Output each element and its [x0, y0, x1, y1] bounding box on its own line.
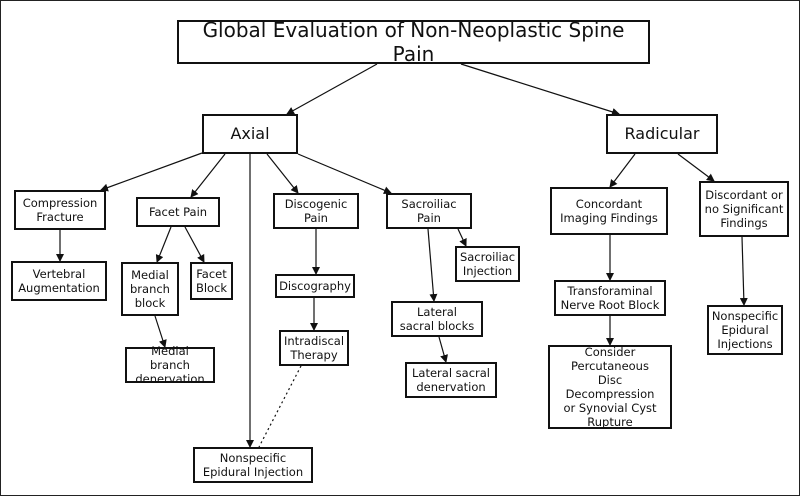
edge-sacroiliac-pain-to-sacroiliac-injection: [457, 228, 467, 247]
node-nonspecific-epidural-injection: Nonspecific Epidural Injection: [193, 447, 313, 483]
node-vertebral-augmentation: Vertebral Augmentation: [11, 261, 107, 301]
node-consider-percutaneous-decompression: Consider Percutaneous Disc Decompression…: [548, 345, 672, 429]
edge-medial-branch-block-to-medial-branch-denervation: [154, 315, 167, 348]
edge-root-to-radicular: [460, 63, 620, 116]
node-medial-branch-denervation: Medial branch denervation: [125, 344, 215, 386]
edge-radicular-to-concordant-imaging: [609, 153, 636, 188]
edge-axial-to-sacroiliac-pain: [297, 153, 392, 194]
node-compression-fracture: Compression Fracture: [14, 190, 106, 230]
node-intradiscal-therapy: Intradiscal Therapy: [279, 330, 349, 366]
node-radicular: Radicular: [606, 114, 718, 154]
node-lateral-sacral-denervation: Lateral sacral denervation: [405, 362, 497, 398]
node-medial-branch-block: Medial branch block: [121, 262, 179, 316]
edge-facet-pain-to-facet-block: [184, 226, 205, 263]
node-nonspecific-epidural-injections: Nonspecific Epidural Injections: [707, 305, 783, 355]
node-root-title: Global Evaluation of Non-Neoplastic Spin…: [177, 18, 650, 66]
edge-discordant-findings-to-nonspecific-epidural-injections: [739, 236, 748, 306]
node-discogenic-pain: Discogenic Pain: [273, 193, 359, 229]
edge-lateral-sacral-blocks-to-lateral-sacral-denervation: [438, 336, 448, 363]
node-sacroiliac-pain: Sacroiliac Pain: [386, 193, 472, 229]
node-transforaminal-nerve-root-block: Transforaminal Nerve Root Block: [554, 280, 666, 316]
node-lateral-sacral-blocks: Lateral sacral blocks: [391, 301, 483, 337]
node-discography: Discography: [275, 274, 355, 298]
node-concordant-imaging-findings: Concordant Imaging Findings: [550, 187, 668, 235]
edge-axial-to-compression-fracture: [100, 152, 203, 192]
edge-intradiscal-therapy-to-nonspecific-epidural-injection: [258, 365, 302, 448]
edge-radicular-to-discordant-findings: [677, 153, 715, 182]
node-discordant-findings: Discordant or no Significant Findings: [699, 181, 789, 237]
node-sacroiliac-injection: Sacroiliac Injection: [455, 246, 520, 282]
edge-root-to-axial: [286, 63, 378, 115]
node-facet-pain: Facet Pain: [136, 197, 220, 227]
edge-axial-to-facet-pain: [190, 153, 226, 198]
edge-sacroiliac-pain-to-lateral-sacral-blocks: [427, 228, 438, 302]
edge-axial-to-discogenic-pain: [266, 153, 299, 194]
node-axial: Axial: [202, 114, 298, 154]
edge-facet-pain-to-medial-branch-block: [155, 226, 172, 263]
node-facet-block: Facet Block: [190, 262, 233, 300]
